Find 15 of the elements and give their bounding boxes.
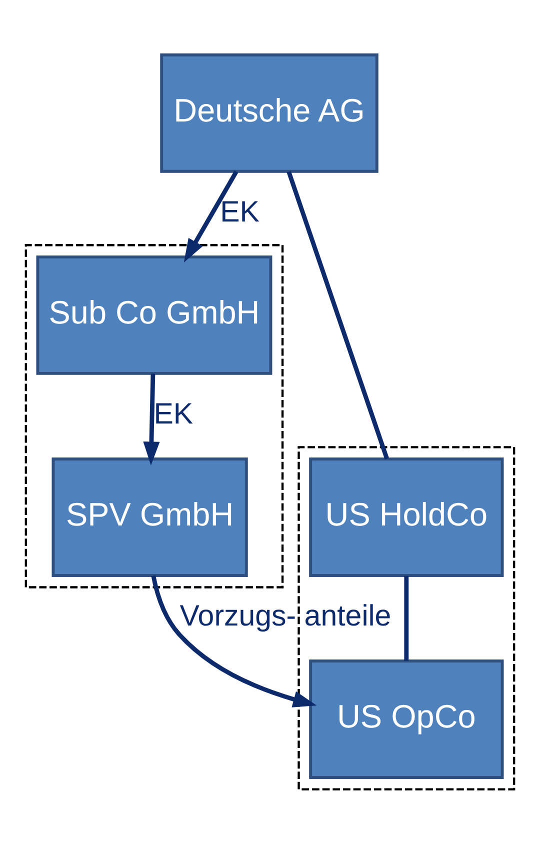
- edge-label: EK: [220, 196, 260, 229]
- node-box: US OpCo: [309, 660, 504, 779]
- connector: [286, 170, 390, 460]
- edge-label: EK: [154, 398, 194, 431]
- connector: [404, 576, 409, 661]
- node-box: US HoldCo: [309, 458, 504, 577]
- node-box: Sub Co GmbH: [36, 255, 272, 375]
- arrow: [184, 170, 238, 262]
- node-box: SPV GmbH: [52, 458, 248, 577]
- arrow: [151, 575, 317, 708]
- arrow: [143, 374, 160, 466]
- cluster: [24, 244, 284, 588]
- cluster: [298, 446, 516, 790]
- node-box: Deutsche AG: [160, 53, 378, 173]
- edge-label: Vorzugs- anteile: [180, 600, 392, 633]
